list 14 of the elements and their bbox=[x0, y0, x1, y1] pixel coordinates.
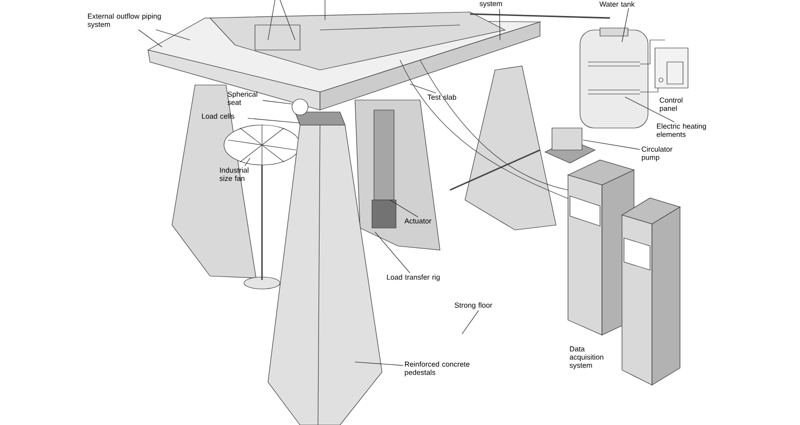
leader-line bbox=[462, 310, 479, 334]
leader-line bbox=[248, 118, 300, 124]
leader-line bbox=[138, 29, 162, 48]
leader-line bbox=[624, 96, 675, 122]
leader-line bbox=[354, 362, 404, 366]
leader-line bbox=[244, 158, 250, 166]
leader-line bbox=[156, 29, 190, 40]
leader-line bbox=[410, 84, 436, 94]
leader-line bbox=[262, 100, 292, 104]
leader-line bbox=[622, 8, 629, 42]
leader-line bbox=[499, 8, 500, 40]
leader-line bbox=[374, 232, 410, 274]
leader-line bbox=[390, 200, 418, 218]
leader-line bbox=[582, 140, 640, 150]
